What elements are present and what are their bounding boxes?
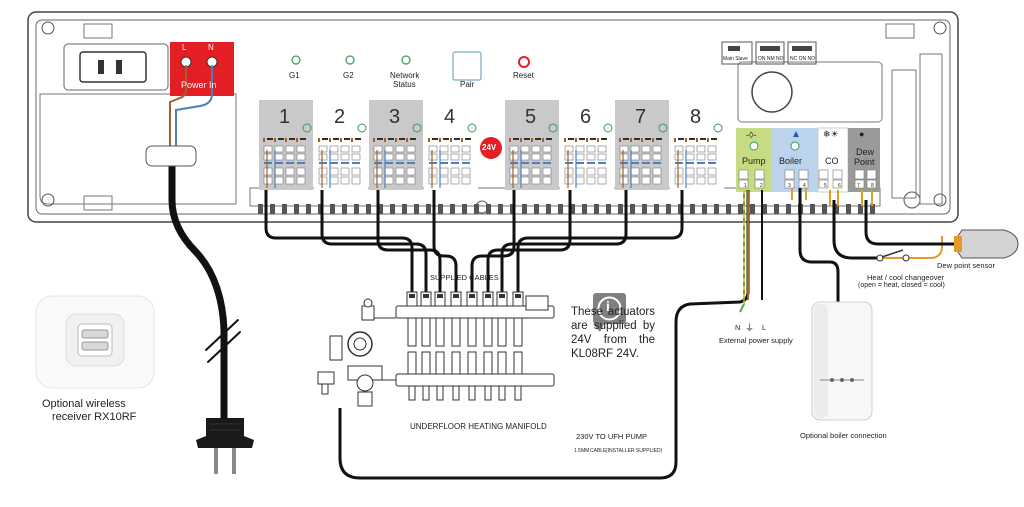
pump-label: Pump: [742, 156, 766, 166]
dew-label-line2: Point: [854, 157, 875, 167]
changeover-label-line1: Heat / cool changeover: [867, 273, 945, 282]
zone-terminal-6: [560, 100, 614, 190]
zone-terminal-3: [369, 100, 423, 190]
info-text: These actuators are supplied by 24V from…: [571, 306, 655, 360]
dew-point-sensor: [861, 190, 1019, 259]
external-power-wires: [739, 190, 763, 313]
dew-term-8: 8: [871, 183, 874, 189]
zone-terminal-1: [259, 100, 313, 190]
zone-number-5: 5: [525, 106, 537, 128]
earth-symbol: ⏚: [745, 323, 755, 333]
boiler-connection-label: Optional boiler connection: [800, 431, 887, 440]
output-terminals: [736, 127, 880, 193]
ext-n-label: N: [735, 323, 741, 332]
g1-led-label: G1: [289, 71, 300, 80]
power-l-label: L: [182, 43, 187, 52]
co-label: CO: [825, 156, 839, 166]
flame-icon: ▲: [791, 129, 801, 140]
cable-spec-1: 1.5MM: [574, 448, 590, 454]
boiler-term-3: 3: [788, 183, 791, 189]
boiler-cable: [798, 188, 840, 302]
pump-term-2: 2: [760, 183, 763, 189]
changeover-wires: [829, 190, 943, 262]
reset-label: Reset: [513, 71, 534, 80]
switch-label-2: ON NM NO: [758, 56, 784, 62]
supplied-cables-label: SUPPLIED CABLES: [430, 273, 499, 282]
reset-button[interactable]: [518, 56, 530, 68]
pump-term-1: 1: [744, 183, 747, 189]
pair-label: Pair: [460, 80, 475, 89]
info-icon: [593, 293, 626, 332]
switch-label-1: Main Slave: [723, 56, 748, 62]
pair-button[interactable]: [452, 51, 482, 81]
pump-230-label: 230V TO UFH PUMP: [576, 432, 647, 441]
zone-terminal-4: [424, 100, 478, 190]
receiver-label-line2: receiver RX10RF: [52, 411, 137, 423]
co-term-5: 5: [824, 183, 827, 189]
zone-terminal-7: [615, 100, 669, 190]
zone-cable-4: [432, 190, 458, 292]
pump-cable: [338, 190, 750, 480]
info-icon-glyph: i: [606, 298, 610, 314]
zone-number-7: 7: [635, 106, 647, 128]
zone-number-3: 3: [389, 106, 401, 128]
pump-icon: -◊-: [746, 130, 757, 140]
zone-number-1: 1: [279, 106, 291, 128]
manifold-label: UNDERFLOOR HEATING MANIFOLD: [410, 422, 547, 431]
boiler-term-4: 4: [803, 183, 806, 189]
power-in-terminal: [170, 42, 234, 96]
zone-terminal-5: [505, 100, 559, 190]
changeover-label-line2: (open = heat, closed = cool): [858, 282, 945, 289]
zone-number-4: 4: [444, 106, 456, 128]
dew-drop-icon: ●: [859, 129, 865, 139]
ext-l-label: L: [762, 323, 767, 332]
dew-label-line1: Dew: [856, 147, 875, 157]
network-label-line2: Status: [393, 80, 416, 89]
voltage-badge-label: 24V: [482, 143, 497, 152]
cable-spec-3: (INSTALLER SUPPLIED): [606, 448, 663, 454]
zone-terminal-8: [670, 100, 724, 190]
wireless-receiver-rx10rf: [35, 295, 155, 389]
switch-label-3: NC ON NO: [790, 56, 815, 62]
snowflake-sun-icon: ❄☀: [823, 129, 839, 139]
cable-spec-2: CABLE: [590, 448, 607, 454]
g2-led-label: G2: [343, 71, 354, 80]
dew-sensor-label: Dew point sensor: [937, 261, 995, 270]
zone-number-2: 2: [334, 106, 346, 128]
network-label-line1: Network: [390, 71, 420, 80]
receiver-label-line1: Optional wireless: [42, 398, 126, 410]
zone-number-8: 8: [690, 106, 702, 128]
ext-power-label: External power supply: [719, 336, 793, 345]
mains-cable: [145, 65, 241, 424]
mains-plug: [196, 418, 254, 474]
zone-number-6: 6: [580, 106, 592, 128]
boiler-label: Boiler: [779, 156, 803, 166]
status-indicators: [291, 51, 530, 81]
co-term-6: 6: [838, 183, 841, 189]
dip-switches[interactable]: [721, 41, 817, 65]
zone-cable-8: [516, 190, 684, 292]
underfloor-manifold: [317, 291, 555, 407]
zone-terminal-2: [314, 100, 368, 190]
voltage-badge: [480, 137, 502, 159]
power-n-label: N: [208, 43, 214, 52]
dew-term-7: 7: [857, 183, 860, 189]
power-in-label: Power In: [181, 80, 217, 90]
boiler-unit: [811, 301, 873, 421]
